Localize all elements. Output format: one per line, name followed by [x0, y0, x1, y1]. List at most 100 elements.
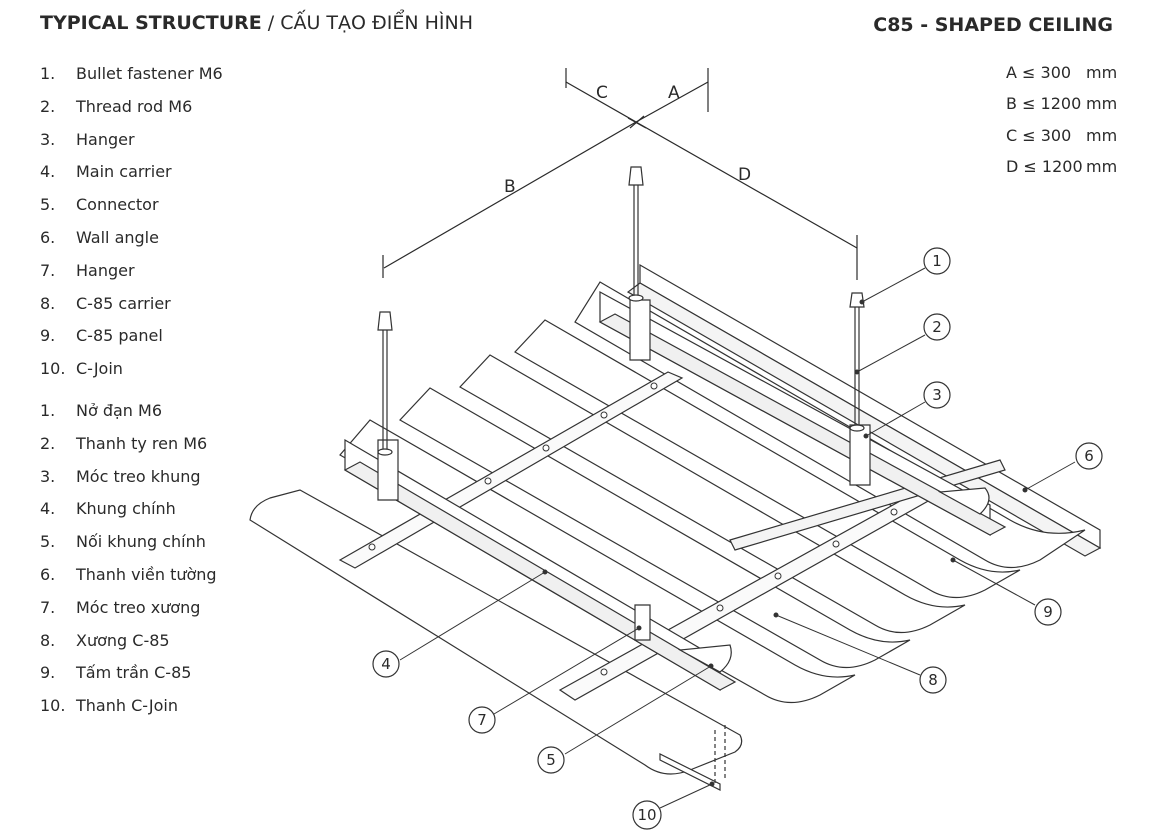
legend-item: 3.Hanger	[40, 124, 223, 157]
legend-label: Thanh C-Join	[76, 696, 179, 716]
dim-label-d: D	[738, 165, 751, 185]
callout-10	[632, 800, 662, 830]
legend-number: 4.	[40, 499, 56, 519]
nut	[628, 294, 644, 302]
callout-5	[537, 746, 565, 774]
legend-number: 8.	[40, 293, 56, 313]
legend-label: Móc treo xương	[76, 597, 201, 617]
legend-item: 8. C-85 carrier	[40, 288, 223, 321]
slot-hole	[716, 604, 724, 612]
legend-number: 9.	[40, 326, 56, 346]
legend-number: 1.	[40, 401, 56, 420]
legend-item: 2.Thread rod M6	[40, 91, 223, 124]
legend-number: 9.	[40, 663, 56, 683]
legend-item: 7. Hanger	[40, 255, 223, 288]
slot-hole	[542, 444, 550, 452]
dimension-row: A ≤ 300 mm	[1006, 57, 1117, 88]
legend-label: Nở đạn M6	[76, 401, 163, 420]
legend-number: 7.	[40, 260, 56, 280]
title-english: TYPICAL STRUCTURE	[40, 12, 262, 34]
dimension-expression: B ≤ 1200	[1006, 94, 1082, 114]
callout-number: 5	[546, 751, 556, 769]
legend-vietnamese: 1.Nở đạn M6 2.Thanh ty ren M6 3.Móc treo…	[40, 395, 217, 723]
legend-number: 3.	[40, 466, 56, 486]
slot-hole	[832, 540, 840, 548]
c-join	[659, 725, 726, 791]
dim-line-c	[565, 81, 637, 123]
legend-label: Wall angle	[76, 227, 159, 247]
callout-6	[1075, 442, 1103, 470]
callout-number: 3	[932, 386, 942, 404]
legend-item: 3. Móc treo khung	[40, 461, 217, 494]
legend-label: Hanger	[76, 260, 135, 280]
legend-label: C-85 panel	[76, 326, 163, 346]
legend-label: Móc treo khung	[76, 466, 201, 486]
slot-hole	[484, 477, 492, 485]
callout-number: 7	[477, 711, 487, 729]
legend-item: 5.Connector	[40, 189, 223, 222]
legend-label: Thread rod M6	[76, 96, 193, 116]
title-separator: /	[261, 12, 281, 34]
dimension-lines	[382, 68, 858, 280]
legend-item: 10.C-Join	[40, 353, 223, 386]
slot-hole	[368, 543, 376, 551]
legend-label: Main carrier	[76, 162, 172, 182]
bullet-fasteners	[377, 166, 865, 456]
legend-number: 1.	[40, 64, 56, 83]
dimension-unit: mm	[1086, 63, 1118, 82]
hanger-front	[634, 604, 651, 641]
slot-hole	[650, 382, 658, 390]
callout-8	[919, 666, 947, 694]
title-vietnamese: CẤU TẠO ĐIỂN HÌNH	[280, 12, 474, 34]
legend-label: Connector	[76, 195, 159, 215]
callout-number: 1	[932, 252, 942, 270]
callout-1	[923, 247, 951, 275]
callout-numbers: 1 2 3 4 5 6 7 8 9 10	[381, 252, 1094, 824]
legend-label: Khung chính	[76, 499, 176, 519]
callout-2	[923, 313, 951, 341]
legend-number: 8.	[40, 630, 56, 650]
legend-item: 9. C-85 panel	[40, 320, 223, 353]
nut	[849, 424, 865, 432]
legend-item: 4.Main carrier	[40, 156, 223, 189]
legend-number: 10.	[40, 696, 66, 716]
legend-item: 9. Tấm trần C-85	[40, 657, 217, 690]
callout-9	[1034, 598, 1062, 626]
legend-label: C-85 carrier	[76, 293, 171, 313]
callout-number: 10	[637, 806, 656, 824]
page-title: TYPICAL STRUCTURE / CẤU TẠO ĐIỂN HÌNH	[40, 12, 473, 34]
legend-label: Tấm trần C-85	[76, 663, 192, 683]
slot-hole	[774, 572, 782, 580]
callout-number: 8	[928, 671, 938, 689]
dimension-expression: C ≤ 300	[1006, 125, 1072, 145]
slot-hole	[600, 668, 608, 676]
legend-number: 6.	[40, 227, 56, 247]
legend-english: 1.Bullet fastener M6 2.Thread rod M6 3.H…	[40, 58, 223, 386]
legend-item: 1. Nở đạn M6	[40, 395, 217, 428]
dimension-expression: A ≤ 300	[1006, 63, 1072, 82]
legend-label: Thanh viền tường	[76, 564, 217, 584]
legend-item: 4. Khung chính	[40, 493, 217, 526]
legend-item: 5.Nối khung chính	[40, 526, 217, 559]
legend-number: 5.	[40, 532, 56, 552]
legend-label: Hanger	[76, 129, 135, 149]
legend-number: 10.	[40, 359, 66, 379]
dimension-unit: mm	[1086, 94, 1118, 114]
callout-number: 2	[932, 318, 942, 336]
legend-label: Thanh ty ren M6	[76, 433, 208, 453]
callout-4	[372, 650, 400, 678]
dim-label-c: C	[596, 83, 608, 103]
product-title: C85 - SHAPED CEILING	[873, 14, 1113, 36]
legend-item: 8.Xương C-85	[40, 625, 217, 658]
hanger-right	[849, 424, 871, 486]
dimension-unit: mm	[1086, 156, 1118, 176]
callout-number: 4	[381, 655, 391, 673]
dim-label-a: A	[668, 83, 680, 103]
legend-item: 6.Thanh viền tường	[40, 559, 217, 592]
legend-item: 10. Thanh C-Join	[40, 690, 217, 723]
